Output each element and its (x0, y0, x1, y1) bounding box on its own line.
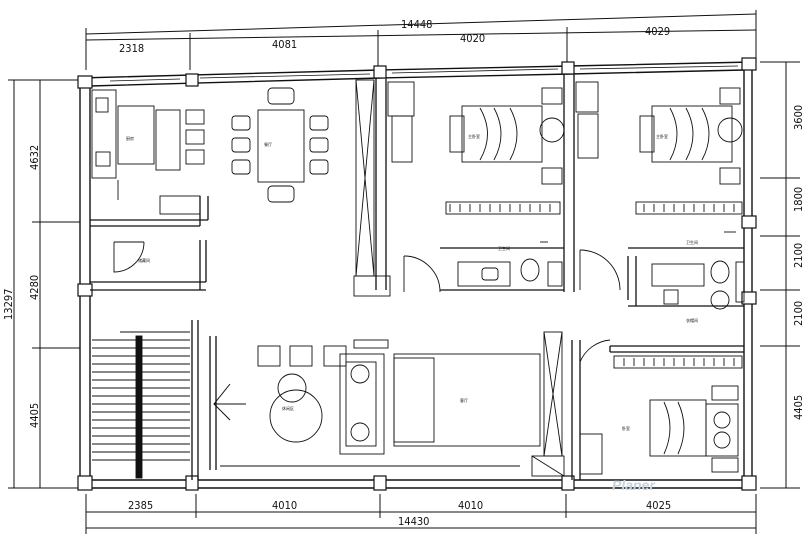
closet-1 (445, 201, 561, 215)
watermark: Planer (612, 477, 656, 493)
leisure-label: 休闲区 (282, 405, 294, 411)
bottom-dimensions (85, 494, 757, 534)
right-dim-1: 3600 (792, 105, 805, 130)
bottom-dim-2: 4010 (272, 499, 297, 512)
top-total-dim: 14448 (401, 18, 432, 31)
exterior-walls (79, 61, 753, 489)
top-dim-2: 4081 (272, 38, 297, 51)
dining-label: 餐厅 (264, 141, 272, 147)
bottom-dim-1: 2385 (128, 499, 153, 512)
left-dimensions (8, 79, 80, 489)
closet-label: 衣帽间 (686, 317, 698, 323)
top-dim-3: 4020 (460, 32, 485, 45)
entry-arrow-icon (213, 383, 246, 421)
dining-table (185, 87, 329, 203)
bath-2 (579, 231, 745, 310)
right-dim-4: 2100 (792, 301, 805, 326)
right-dim-2: 1800 (792, 187, 805, 212)
bath-1-label: 卫生间 (498, 245, 510, 251)
left-dim-2: 4280 (28, 275, 41, 300)
interior-walls (90, 74, 744, 480)
left-dim-1: 4632 (28, 145, 41, 170)
bottom-total-dim: 14430 (398, 515, 429, 528)
bedroom-2-label: 主卧室 (656, 133, 668, 139)
columns (77, 57, 757, 491)
living-label: 客厅 (460, 397, 468, 403)
kitchen-label: 厨房 (126, 135, 134, 141)
top-windows (109, 65, 739, 82)
bottom-dim-3: 4010 (458, 499, 483, 512)
left-dim-3: 4405 (28, 403, 41, 428)
bath-2-label: 卫生间 (686, 239, 698, 245)
wardrobe-hall (353, 79, 391, 297)
right-dim-5: 4405 (792, 395, 805, 420)
left-total-dim: 13297 (2, 289, 15, 320)
top-dim-1: 2318 (119, 42, 144, 55)
bedroom-1-bed (387, 81, 565, 185)
kitchen (91, 89, 201, 215)
bedroom-1-label: 主卧室 (468, 133, 480, 139)
bedroom-3-label: 卧室 (622, 425, 630, 431)
right-dim-3: 2100 (792, 243, 805, 268)
wardrobe-living (220, 331, 565, 477)
top-dim-4: 4029 (645, 25, 670, 38)
living-furniture (257, 339, 541, 455)
bedroom-3 (579, 339, 743, 475)
right-dimensions (760, 61, 800, 489)
bedroom-2-bed (575, 81, 743, 185)
bottom-dim-4: 4025 (646, 499, 671, 512)
storage-label: 储藏间 (138, 257, 150, 263)
bath-1 (403, 241, 563, 293)
staircase (92, 331, 190, 479)
closet-2 (635, 201, 743, 215)
storage-room (113, 241, 145, 273)
top-dimensions (85, 10, 757, 70)
